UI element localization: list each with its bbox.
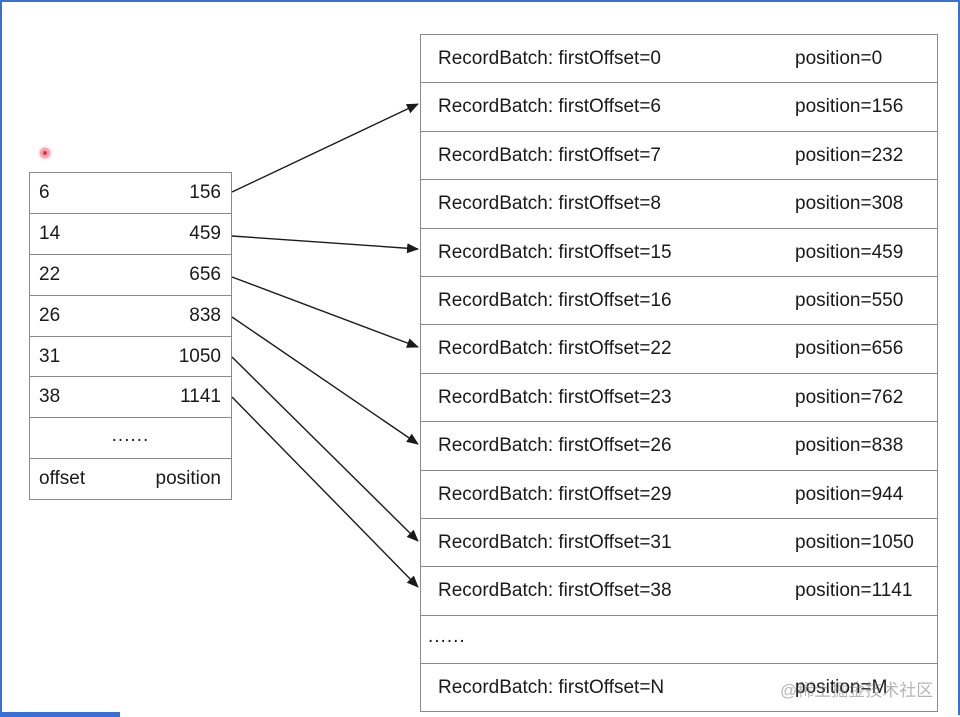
record-batch-label: RecordBatch: firstOffset=15 <box>438 241 672 263</box>
index-offset: 38 <box>39 386 61 408</box>
record-batch-position: position=838 <box>795 435 904 457</box>
record-batch-label: RecordBatch: firstOffset=31 <box>438 531 672 553</box>
record-batch-label: RecordBatch: firstOffset=6 <box>438 96 661 118</box>
log-row: RecordBatch: firstOffset=22 position=656 <box>421 325 937 374</box>
offset-index-table: 6 156 14 459 22 656 26 838 31 1050 38 11… <box>29 172 232 501</box>
log-ellipsis: ...... <box>428 625 466 647</box>
index-ellipsis: ...... <box>30 418 231 460</box>
pointer-cursor <box>40 148 50 158</box>
record-batch-position: position=308 <box>795 193 904 215</box>
record-batch-label: RecordBatch: firstOffset=26 <box>438 435 672 457</box>
index-offset: 22 <box>39 263 61 285</box>
log-row: RecordBatch: firstOffset=31 position=105… <box>421 519 937 568</box>
index-offset: 14 <box>39 222 61 244</box>
log-row: RecordBatch: firstOffset=29 position=944 <box>421 471 937 519</box>
index-offset: 6 <box>39 182 50 203</box>
record-batch-label: RecordBatch: firstOffset=N <box>438 677 665 699</box>
record-batch-label: RecordBatch: firstOffset=8 <box>438 193 661 215</box>
log-row: RecordBatch: firstOffset=6 position=156 <box>421 83 937 132</box>
index-position: 156 <box>189 182 221 203</box>
index-header-offset: offset <box>39 468 86 490</box>
index-row: 14 459 <box>30 214 231 255</box>
record-batch-label: RecordBatch: firstOffset=29 <box>438 483 672 505</box>
index-header-position: position <box>155 468 222 490</box>
index-position: 656 <box>189 263 221 285</box>
record-batch-position: position=232 <box>795 144 904 166</box>
record-batch-position: position=1141 <box>795 580 913 602</box>
record-batch-label: RecordBatch: firstOffset=23 <box>438 386 672 408</box>
record-batch-position: position=1050 <box>795 531 914 553</box>
watermark-text: @稀土掘金技术社区 <box>780 681 934 700</box>
record-batch-position: position=944 <box>795 483 904 505</box>
log-row: RecordBatch: firstOffset=23 position=762 <box>421 374 937 423</box>
log-row: RecordBatch: firstOffset=38 position=114… <box>421 567 937 616</box>
index-position: 1141 <box>180 386 221 408</box>
log-row: RecordBatch: firstOffset=7 position=232 <box>421 132 937 181</box>
index-position: 838 <box>189 304 221 326</box>
progress-strip <box>0 712 120 717</box>
log-segment-table: RecordBatch: firstOffset=0 position=0 Re… <box>420 34 938 713</box>
record-batch-position: position=762 <box>795 386 904 408</box>
record-batch-label: RecordBatch: firstOffset=16 <box>438 289 672 311</box>
record-batch-position: position=156 <box>795 96 904 118</box>
log-ellipsis-row: ...... <box>421 616 937 665</box>
index-row: 6 156 <box>30 173 231 214</box>
record-batch-position: position=656 <box>795 338 904 360</box>
record-batch-label: RecordBatch: firstOffset=38 <box>438 580 672 602</box>
record-batch-position: position=0 <box>795 48 883 69</box>
record-batch-label: RecordBatch: firstOffset=7 <box>438 144 661 166</box>
index-row: 31 1050 <box>30 337 231 378</box>
record-batch-label: RecordBatch: firstOffset=0 <box>438 48 661 69</box>
index-position: 1050 <box>178 345 221 367</box>
index-header-row: offset position <box>30 459 231 501</box>
index-row: 26 838 <box>30 296 231 337</box>
index-position: 459 <box>189 222 221 244</box>
log-last-row: RecordBatch: firstOffset=N position=M <box>421 664 937 713</box>
record-batch-position: position=459 <box>795 241 904 263</box>
index-offset: 26 <box>39 304 61 326</box>
index-row: 22 656 <box>30 255 231 296</box>
log-row: RecordBatch: firstOffset=26 position=838 <box>421 422 937 471</box>
log-row: RecordBatch: firstOffset=0 position=0 <box>421 35 937 84</box>
record-batch-position: position=M <box>795 677 888 699</box>
record-batch-label: RecordBatch: firstOffset=22 <box>438 338 672 360</box>
log-row: RecordBatch: firstOffset=15 position=459 <box>421 229 937 277</box>
record-batch-position: position=550 <box>795 289 904 311</box>
index-row: 38 1141 <box>30 377 231 419</box>
log-row: RecordBatch: firstOffset=16 position=550 <box>421 277 937 326</box>
log-row: RecordBatch: firstOffset=8 position=308 <box>421 180 937 229</box>
index-offset: 31 <box>39 345 61 367</box>
